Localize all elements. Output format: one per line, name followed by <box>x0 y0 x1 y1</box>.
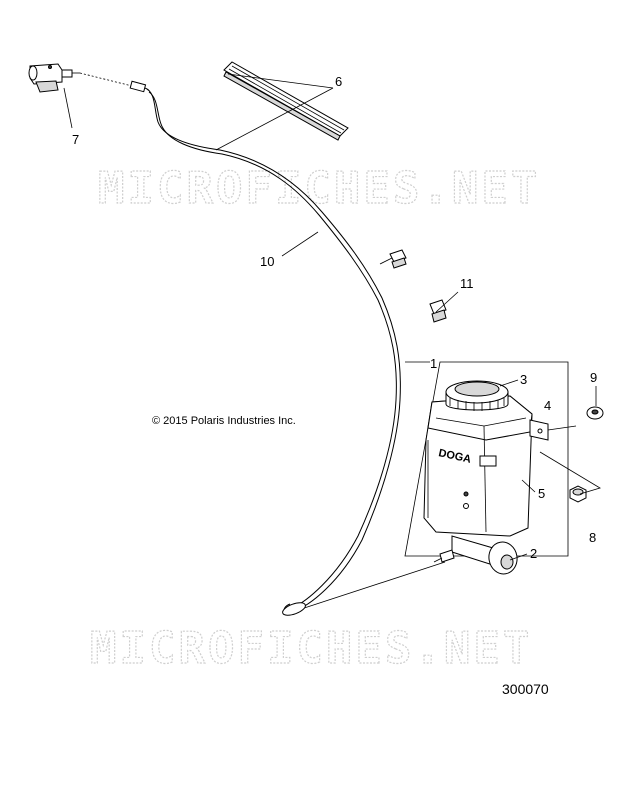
figure-number: 300070 <box>502 681 549 697</box>
mounting-bracket <box>529 419 577 441</box>
callout-9: 9 <box>590 370 597 385</box>
callout-2: 2 <box>530 546 537 561</box>
callout-10: 10 <box>260 254 274 269</box>
callout-7: 7 <box>72 132 79 147</box>
reservoir-cap <box>445 380 509 411</box>
watermark-top: MICROFICHES.NET <box>98 163 540 214</box>
bolt <box>539 451 601 503</box>
callout-5: 5 <box>538 486 545 501</box>
callout-1: 1 <box>430 356 437 371</box>
washer-pump <box>433 535 518 575</box>
callout-4: 4 <box>544 398 551 413</box>
leader-lines <box>63 73 597 561</box>
callout-3: 3 <box>520 372 527 387</box>
copyright-notice: © 2015 Polaris Industries Inc. <box>152 415 296 427</box>
wiper-blade <box>223 61 349 141</box>
watermark-bottom: MICROFICHES.NET <box>90 623 532 674</box>
callout-6: 6 <box>335 74 342 89</box>
washer-nozzle <box>28 63 80 93</box>
nut <box>586 406 604 420</box>
washer-reservoir: DOGA <box>423 395 533 537</box>
callout-11: 11 <box>460 276 474 291</box>
assembly-outline <box>404 361 569 557</box>
callout-8: 8 <box>589 530 596 545</box>
washer-hose <box>79 72 446 616</box>
hose-clip-lower <box>429 299 447 323</box>
hose-clip-upper <box>379 249 407 269</box>
